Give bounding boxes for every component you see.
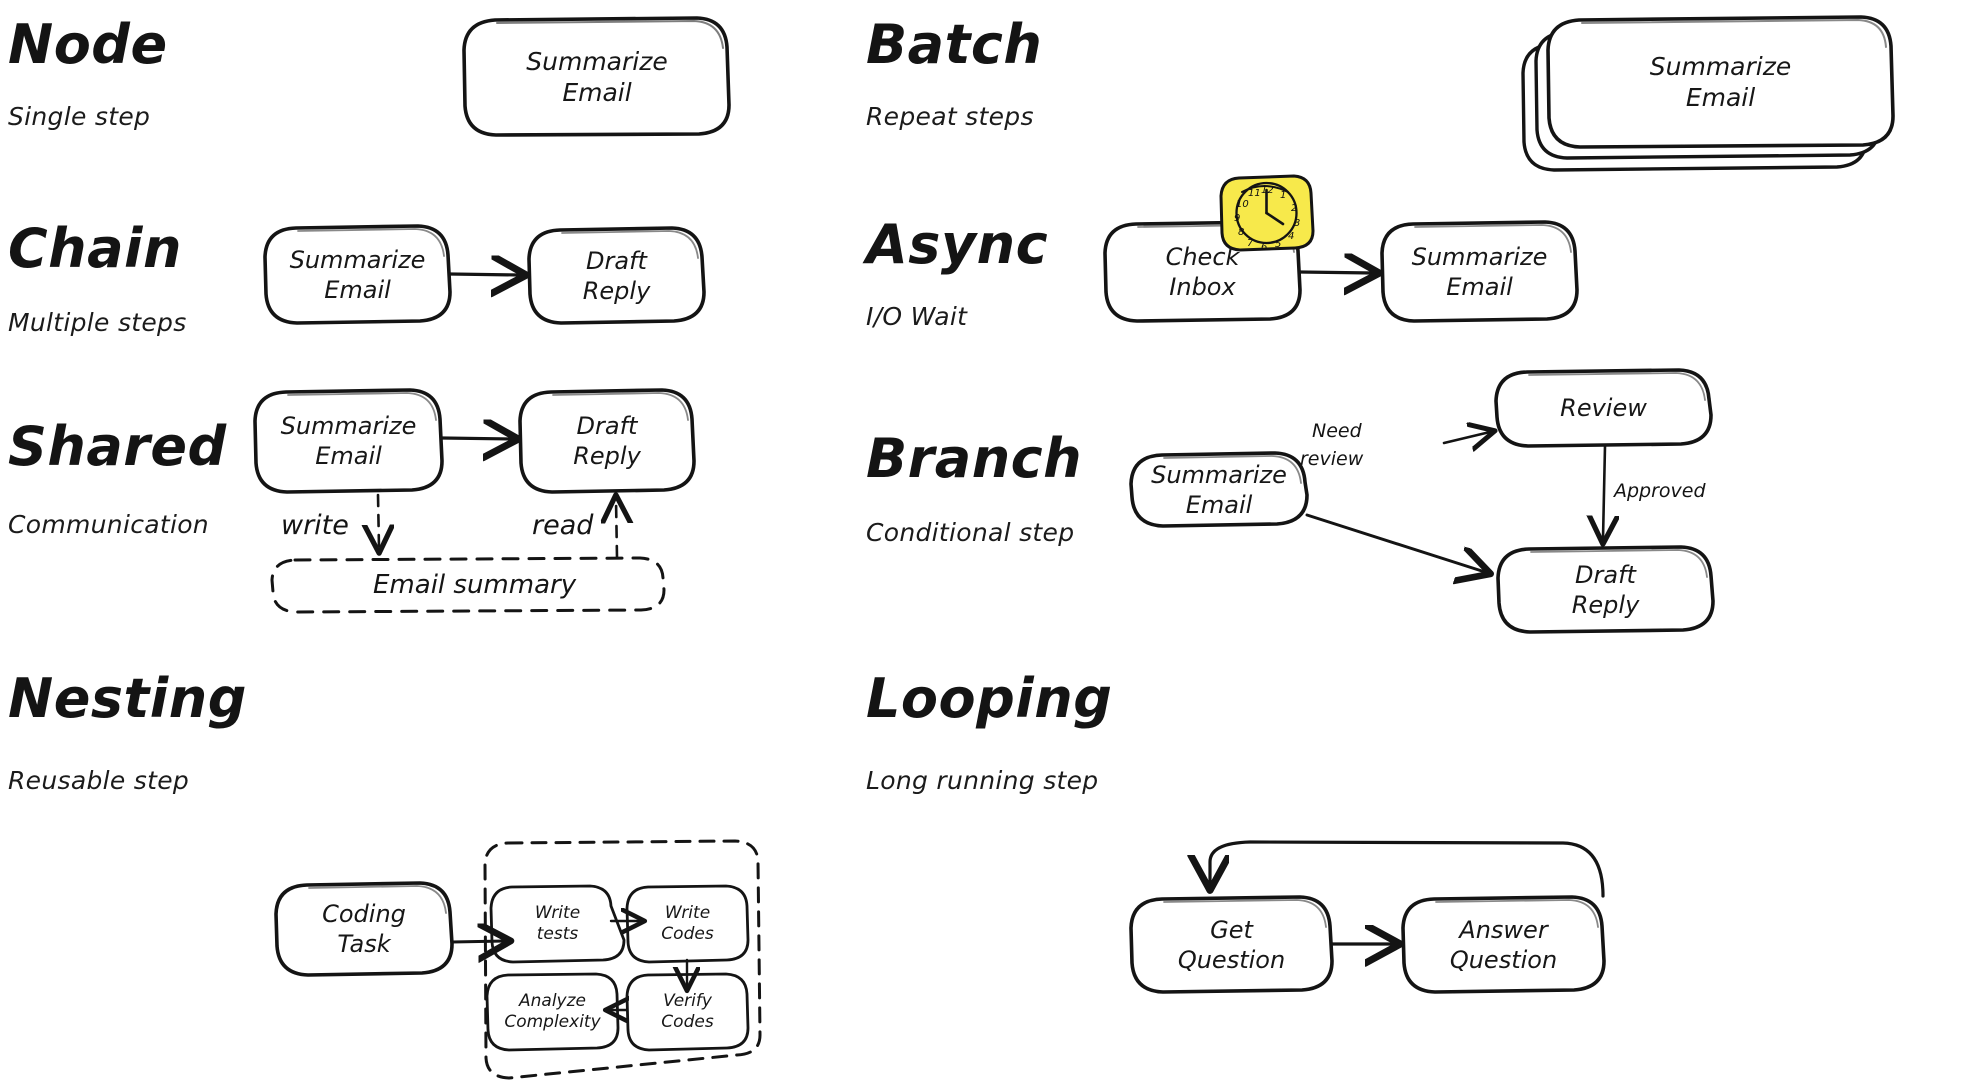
async-box-summarize-email[interactable] xyxy=(1380,220,1579,323)
edge-label-review: review xyxy=(1300,448,1364,470)
clock-num-9: 9 xyxy=(1234,213,1241,224)
branch-box-review[interactable] xyxy=(1494,368,1713,448)
section-subtitle-shared: Communication xyxy=(8,510,209,539)
chain-box-draft-reply[interactable] xyxy=(527,226,706,325)
section-subtitle-async: I/O Wait xyxy=(866,302,968,331)
shared-arrow-write xyxy=(378,493,379,548)
chain-arrow-1 xyxy=(448,274,520,275)
nesting-group-dashed[interactable] xyxy=(483,839,762,1080)
section-title-nesting: Nesting xyxy=(8,667,247,730)
async-arrow-1 xyxy=(1298,272,1373,273)
section-title-async: Async xyxy=(866,213,1049,276)
section-subtitle-looping: Long running step xyxy=(866,766,1099,795)
section-title-shared: Shared xyxy=(8,415,227,478)
section-title-chain: Chain xyxy=(8,217,182,280)
section-subtitle-batch: Repeat steps xyxy=(866,102,1034,131)
section-title-batch: Batch xyxy=(866,13,1043,76)
shared-datastore-box[interactable] xyxy=(270,556,666,614)
looping-box-answer-question[interactable] xyxy=(1401,895,1606,994)
section-subtitle-chain: Multiple steps xyxy=(8,308,187,337)
clock-num-7: 7 xyxy=(1247,238,1254,249)
chain-box-summarize-email[interactable] xyxy=(263,224,452,325)
section-subtitle-branch: Conditional step xyxy=(866,518,1075,547)
section-title-branch: Branch xyxy=(866,427,1083,490)
branch-box-draft-reply[interactable] xyxy=(1496,545,1715,634)
clock-num-5: 5 xyxy=(1275,239,1282,250)
nesting-box-analyze-complexity[interactable] xyxy=(485,972,620,1052)
edge-label-write: write xyxy=(281,510,349,541)
looping-arrow-back xyxy=(1210,840,1605,898)
clock-num-12: 12 xyxy=(1261,185,1274,196)
node-box-summarize-email[interactable] xyxy=(462,16,731,137)
looping-box-get-question[interactable] xyxy=(1129,895,1334,994)
shared-box-draft-reply[interactable] xyxy=(518,388,696,494)
edge-label-approved: Approved xyxy=(1614,480,1706,502)
batch-stack[interactable] xyxy=(1521,15,1895,172)
nesting-box-coding-task[interactable] xyxy=(274,881,454,977)
shared-box-summarize-email[interactable] xyxy=(253,388,444,494)
branch-box-summarize-email[interactable] xyxy=(1129,451,1309,528)
branch-arrow-approved xyxy=(1603,444,1605,539)
branch-arrow-direct xyxy=(1305,513,1485,572)
clock-num-8: 8 xyxy=(1238,227,1245,238)
nesting-arrow-into-group xyxy=(450,941,505,942)
nesting-box-verify-codes[interactable] xyxy=(625,972,750,1052)
clock-icon xyxy=(1219,174,1315,252)
clock-num-2: 2 xyxy=(1291,203,1298,214)
section-subtitle-node: Single step xyxy=(8,102,151,131)
clock-num-4: 4 xyxy=(1288,231,1295,242)
branch-arrow-need-review xyxy=(1442,432,1490,443)
clock-num-3: 3 xyxy=(1294,218,1301,229)
nesting-box-write-codes[interactable] xyxy=(625,884,750,964)
nesting-box-write-tests[interactable] xyxy=(489,884,626,964)
section-title-looping: Looping xyxy=(866,667,1113,730)
edge-label-need: Need xyxy=(1312,420,1362,442)
section-title-node: Node xyxy=(8,13,168,76)
edge-label-read: read xyxy=(532,510,594,541)
clock-num-6: 6 xyxy=(1261,242,1268,253)
datastore-label-email-summary: Email summary xyxy=(373,570,577,600)
shared-arrow-read xyxy=(616,500,617,559)
clock-num-1: 1 xyxy=(1280,190,1287,201)
clock-num-11: 11 xyxy=(1248,188,1261,199)
clock-num-10: 10 xyxy=(1236,199,1249,210)
shared-arrow-main xyxy=(440,438,512,439)
section-subtitle-nesting: Reusable step xyxy=(8,766,190,795)
